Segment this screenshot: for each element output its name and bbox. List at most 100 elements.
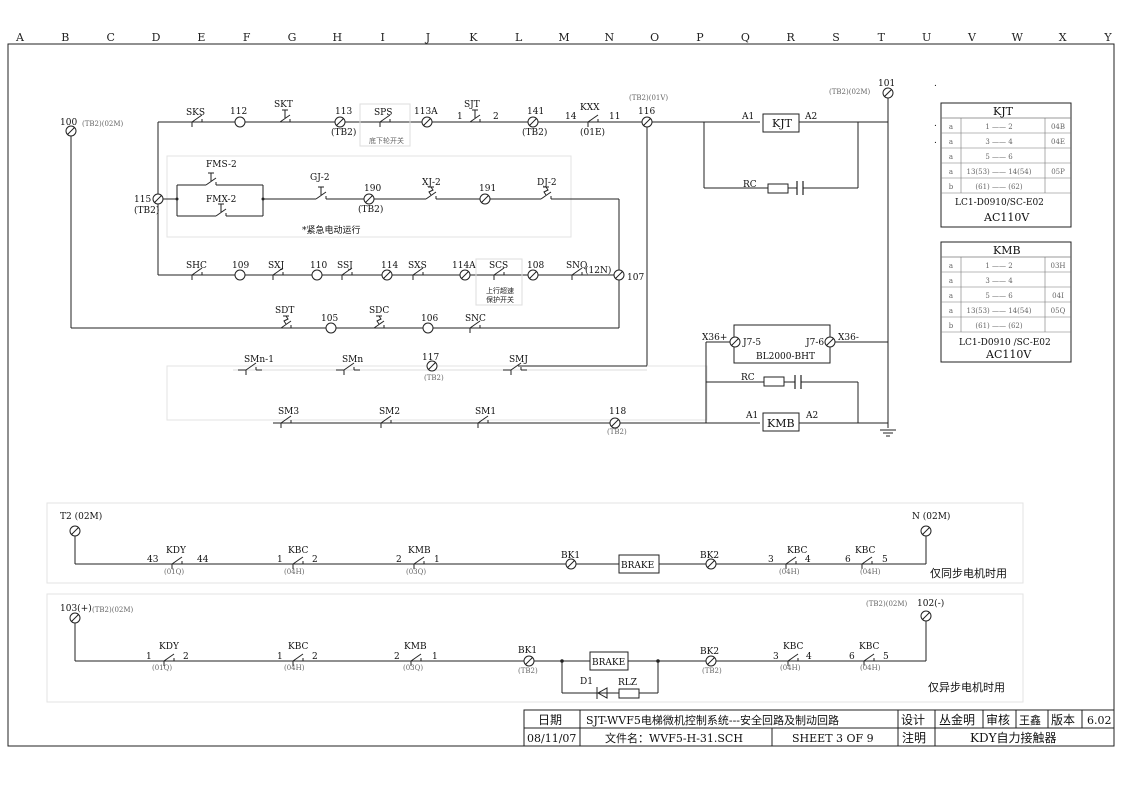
column-marker-u: U — [922, 31, 931, 44]
svg-text:(TB2)(02M): (TB2)(02M) — [92, 606, 134, 614]
svg-text:114: 114 — [381, 261, 398, 271]
fmx2-contact — [207, 203, 233, 217]
svg-text:112: 112 — [230, 107, 247, 117]
svg-text:BK1: BK1 — [518, 646, 537, 656]
svg-text:KXX: KXX — [580, 103, 600, 113]
svg-text:*紧急电动运行: *紧急电动运行 — [302, 224, 361, 236]
sm3-contact — [272, 415, 298, 429]
svg-text:43: 43 — [147, 555, 159, 565]
table-row-ref: 03H — [1050, 262, 1065, 270]
svg-text:190: 190 — [364, 184, 381, 194]
gj2-contact — [307, 186, 333, 200]
column-marker-d: D — [152, 31, 161, 44]
kjt-coil — [762, 113, 800, 133]
column-marker-o: O — [650, 31, 659, 44]
svg-text:J7-5: J7-5 — [742, 338, 761, 348]
table-row-ref: 05Q — [1051, 307, 1066, 315]
svg-text:4: 4 — [805, 555, 811, 565]
column-marker-g: G — [288, 31, 297, 44]
svg-text:LC1-D0910/SC-E02: LC1-D0910/SC-E02 — [955, 198, 1044, 208]
svg-text:D1: D1 — [580, 677, 593, 687]
svg-text:115: 115 — [134, 195, 151, 205]
svg-text:J7-6: J7-6 — [805, 338, 824, 348]
column-marker-q: Q — [741, 31, 750, 44]
table-row-type: a — [949, 292, 953, 300]
svg-text:108: 108 — [527, 261, 544, 271]
svg-text:KJT: KJT — [772, 117, 793, 130]
svg-text:2: 2 — [394, 652, 400, 662]
fms2-contact — [197, 172, 223, 186]
svg-text:116: 116 — [638, 107, 655, 117]
table-row-contacts: 13(53) —— 14(54) — [966, 168, 1031, 176]
svg-text:(TB2): (TB2) — [358, 204, 383, 215]
svg-text:KMB: KMB — [767, 417, 795, 430]
svg-text:(TB2): (TB2) — [424, 374, 444, 382]
svg-text:(03Q): (03Q) — [403, 664, 423, 672]
svg-text:KMB: KMB — [404, 642, 427, 652]
brake-circuit-sync: T2 (02M) KDY 43 44 (01Q) KBC 1 2 (04H) K… — [46, 502, 1024, 584]
sdc-contact — [365, 315, 391, 329]
svg-text:(TB2): (TB2) — [134, 205, 159, 216]
svg-text:5: 5 — [883, 652, 889, 662]
svg-text:(TB2): (TB2) — [331, 127, 356, 138]
table-row-contacts: 1 —— 2 — [985, 123, 1012, 131]
svg-text:BK2: BK2 — [700, 647, 719, 657]
table-row-type: a — [949, 277, 953, 285]
svg-text:(TB2)(02M): (TB2)(02M) — [82, 120, 124, 128]
svg-text:(04H): (04H) — [779, 568, 800, 576]
svg-text:(04H): (04H) — [860, 568, 881, 576]
drawing-frame — [7, 43, 1115, 747]
svg-text:(12N): (12N) — [585, 265, 611, 276]
svg-text:11: 11 — [609, 112, 620, 122]
terminal-101 — [882, 87, 894, 99]
table-row-contacts: 13(53) —— 14(54) — [966, 307, 1031, 315]
column-marker-c: C — [106, 31, 114, 44]
svg-text:1: 1 — [457, 112, 463, 122]
svg-text:SHC: SHC — [186, 261, 207, 271]
safety-circuit: 100 (TB2)(02M) SKS 112 SKT 113 (TB2) SPS… — [60, 79, 896, 437]
column-marker-r: R — [787, 31, 796, 44]
svg-text:SM1: SM1 — [475, 407, 496, 417]
svg-text:BRAKE: BRAKE — [592, 658, 625, 668]
title-block: 日期 SJT-WVF5电梯微机控制系统---安全回路及制动回路 设计 丛金明 审… — [523, 709, 1115, 747]
svg-text:109: 109 — [232, 261, 249, 271]
svg-text:AC110V: AC110V — [985, 348, 1032, 361]
table-row-contacts: 3 —— 4 — [985, 138, 1013, 146]
svg-text:KDY: KDY — [166, 546, 187, 556]
svg-text:KBC: KBC — [288, 546, 309, 556]
svg-text:X36-: X36- — [838, 333, 859, 343]
svg-text:KBC: KBC — [288, 642, 309, 652]
svg-text:SJT: SJT — [464, 100, 480, 110]
sm1-contact — [469, 415, 495, 429]
svg-text:.: . — [934, 119, 937, 129]
column-marker-l: L — [515, 31, 523, 44]
svg-text:08/11/07: 08/11/07 — [527, 732, 576, 745]
svg-text:114A: 114A — [452, 261, 476, 271]
svg-text:KBC: KBC — [787, 546, 808, 556]
svg-text:.: . — [934, 79, 937, 89]
svg-text:(TB2): (TB2) — [518, 667, 538, 675]
table-row-contacts: 5 —— 6 — [985, 292, 1013, 300]
column-marker-y: Y — [1103, 31, 1112, 44]
svg-text:SXJ: SXJ — [268, 261, 285, 271]
ground-symbol — [880, 429, 896, 437]
svg-text:KJT: KJT — [993, 105, 1014, 118]
svg-text:GJ-2: GJ-2 — [310, 173, 330, 183]
svg-text:1: 1 — [434, 555, 440, 565]
brake-circuit-async: 103(+) (TB2)(02M) KDY 1 2 (01Q) KBC 1 2 … — [46, 593, 1024, 703]
skt-contact — [271, 109, 297, 123]
svg-text:KDY: KDY — [159, 642, 180, 652]
svg-text:BL2000-BHT: BL2000-BHT — [756, 352, 815, 362]
svg-text:设计: 设计 — [901, 713, 925, 727]
column-marker-i: I — [380, 31, 384, 44]
column-marker-e: E — [197, 31, 205, 44]
svg-text:(TB2)(02M): (TB2)(02M) — [829, 88, 871, 96]
svg-text:1: 1 — [277, 555, 283, 565]
svg-text:107: 107 — [627, 273, 644, 283]
svg-text:14: 14 — [565, 112, 577, 122]
svg-text:KBC: KBC — [783, 642, 804, 652]
svg-text:X36+: X36+ — [702, 333, 727, 343]
svg-text:118: 118 — [609, 407, 626, 417]
svg-text:SDC: SDC — [369, 306, 389, 316]
